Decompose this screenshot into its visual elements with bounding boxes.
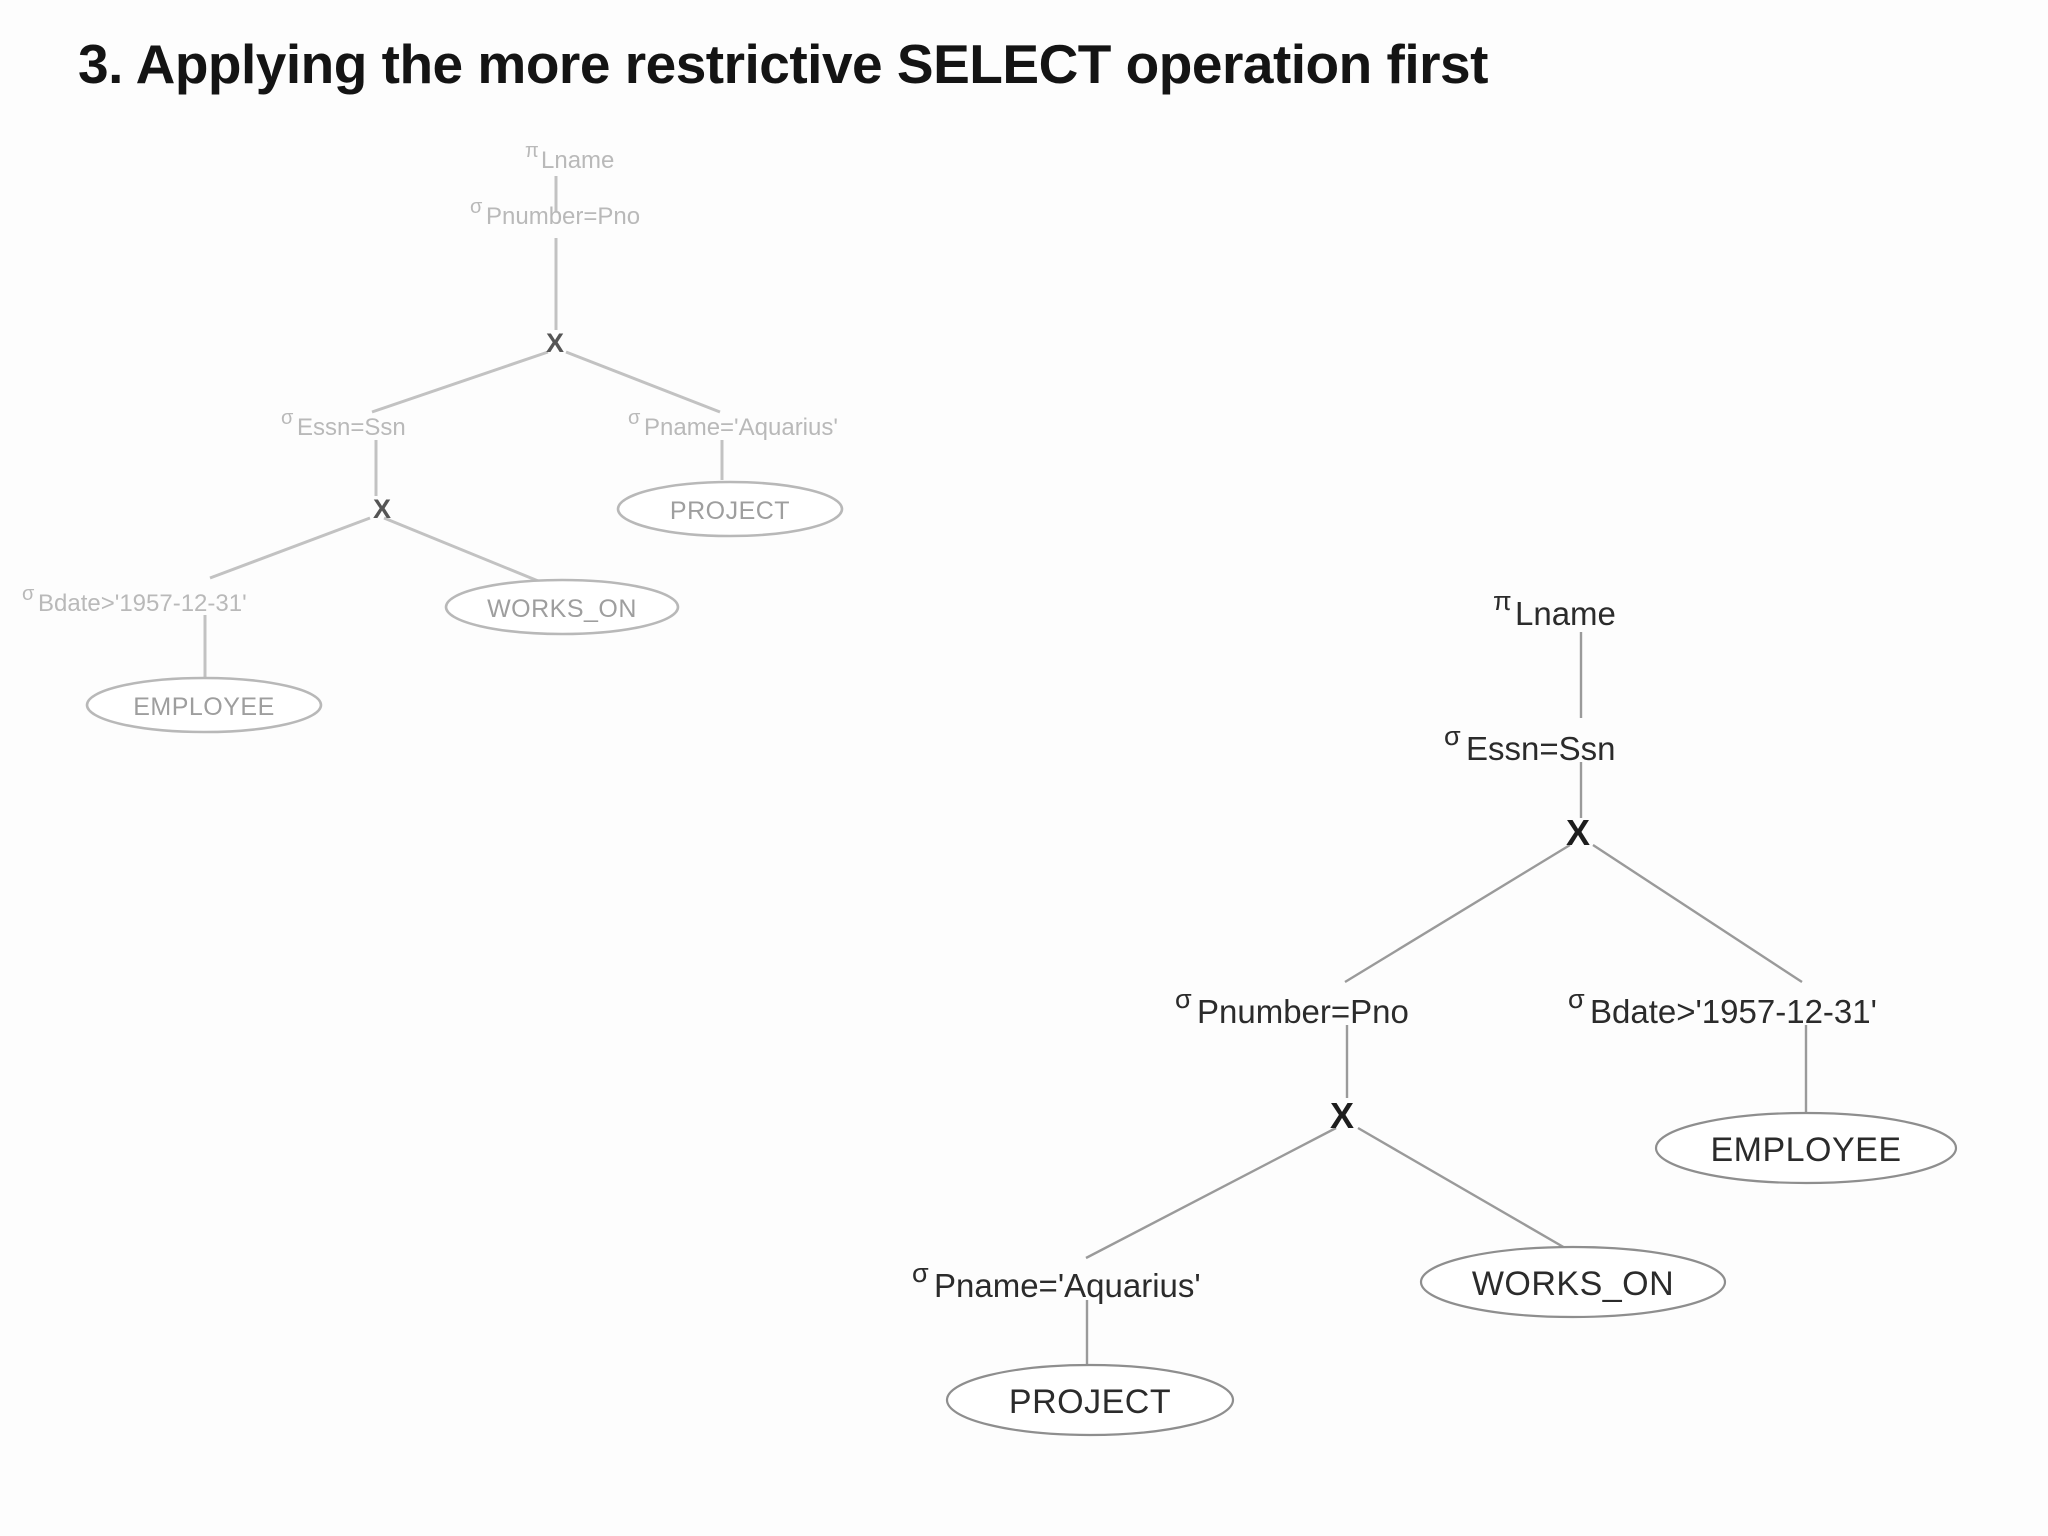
right-node-cross-top: X: [1566, 812, 1590, 853]
select-subscript: Essn=Ssn: [1466, 730, 1616, 767]
left-relation-project: PROJECT: [616, 480, 844, 538]
select-subscript: Pname='Aquarius': [644, 414, 838, 441]
select-subscript: Pname='Aquarius': [934, 1267, 1201, 1304]
employee-label: EMPLOYEE: [1710, 1131, 1901, 1169]
select-symbol: σ: [1568, 984, 1585, 1014]
works-on-ellipse: [444, 578, 680, 636]
edge-cross-bottom-to-select-pname: [1085, 1126, 1337, 1260]
right-node-select-pname: σ Pname='Aquarius': [912, 1258, 1201, 1304]
right-node-select-pnumber: σ Pnumber=Pno: [1175, 984, 1409, 1030]
employee-ellipse: [1654, 1111, 1958, 1185]
select-subscript: Bdate>'1957-12-31': [38, 590, 247, 617]
left-node-cross-top: X: [546, 328, 564, 358]
edge-cross-bottom-to-select-bdate: [209, 516, 371, 580]
page-title: 3. Applying the more restrictive SELECT …: [78, 33, 1488, 95]
left-node-select-essn: σ Essn=Ssn: [281, 407, 406, 441]
right-node-projection: π Lname: [1493, 586, 1616, 632]
project-ellipse: [945, 1363, 1235, 1437]
select-subscript: Pnumber=Pno: [486, 203, 640, 230]
project-label: PROJECT: [670, 497, 790, 525]
projection-subscript: Lname: [1515, 595, 1616, 632]
select-subscript: Pnumber=Pno: [1197, 993, 1409, 1030]
works-on-label: WORKS_ON: [487, 595, 637, 623]
right-node-cross-bottom: X: [1330, 1095, 1354, 1136]
edge-cross-bottom-to-works-on: [383, 516, 549, 587]
projection-symbol: π: [1493, 586, 1512, 616]
project-label: PROJECT: [1009, 1383, 1171, 1421]
select-symbol: σ: [1175, 984, 1192, 1014]
right-query-tree: π Lname σ Essn=Ssn X σ Pnumber=Pno σ Bda…: [912, 586, 1958, 1437]
select-symbol: σ: [912, 1258, 929, 1288]
projection-subscript: Lname: [541, 147, 614, 174]
right-relation-works-on: WORKS_ON: [1419, 1245, 1727, 1319]
select-symbol: σ: [628, 407, 641, 429]
edge-cross-bottom-to-works-on: [1357, 1126, 1573, 1254]
left-node-cross-bottom: X: [373, 494, 391, 524]
left-node-select-pnumber: σ Pnumber=Pno: [470, 196, 640, 230]
right-node-select-essn: σ Essn=Ssn: [1444, 721, 1616, 767]
employee-ellipse: [85, 676, 323, 734]
left-node-select-pname: σ Pname='Aquarius': [628, 407, 838, 441]
edge-cross-top-to-select-bdate: [1592, 843, 1803, 984]
edge-cross-top-to-select-pname: [565, 350, 721, 414]
right-relation-employee: EMPLOYEE: [1654, 1111, 1958, 1185]
left-node-select-bdate: σ Bdate>'1957-12-31': [22, 583, 247, 617]
left-query-tree: π Lname σ Pnumber=Pno X σ Essn=Ssn σ Pna…: [22, 140, 844, 734]
edge-cross-top-to-select-pnumber: [1344, 843, 1571, 984]
employee-label: EMPLOYEE: [133, 693, 275, 721]
left-node-projection: π Lname: [525, 140, 614, 174]
projection-symbol: π: [525, 140, 539, 162]
select-symbol: σ: [281, 407, 294, 429]
left-relation-employee: EMPLOYEE: [85, 676, 323, 734]
edge-cross-top-to-select-essn: [371, 350, 549, 414]
select-subscript: Essn=Ssn: [297, 414, 406, 441]
select-symbol: σ: [470, 196, 483, 218]
works-on-label: WORKS_ON: [1472, 1265, 1674, 1303]
works-on-ellipse: [1419, 1245, 1727, 1319]
select-symbol: σ: [1444, 721, 1461, 751]
select-subscript: Bdate>'1957-12-31': [1590, 993, 1877, 1030]
select-symbol: σ: [22, 583, 35, 605]
project-ellipse: [616, 480, 844, 538]
right-relation-project: PROJECT: [945, 1363, 1235, 1437]
left-relation-works-on: WORKS_ON: [444, 578, 680, 636]
right-node-select-bdate: σ Bdate>'1957-12-31': [1568, 984, 1877, 1030]
